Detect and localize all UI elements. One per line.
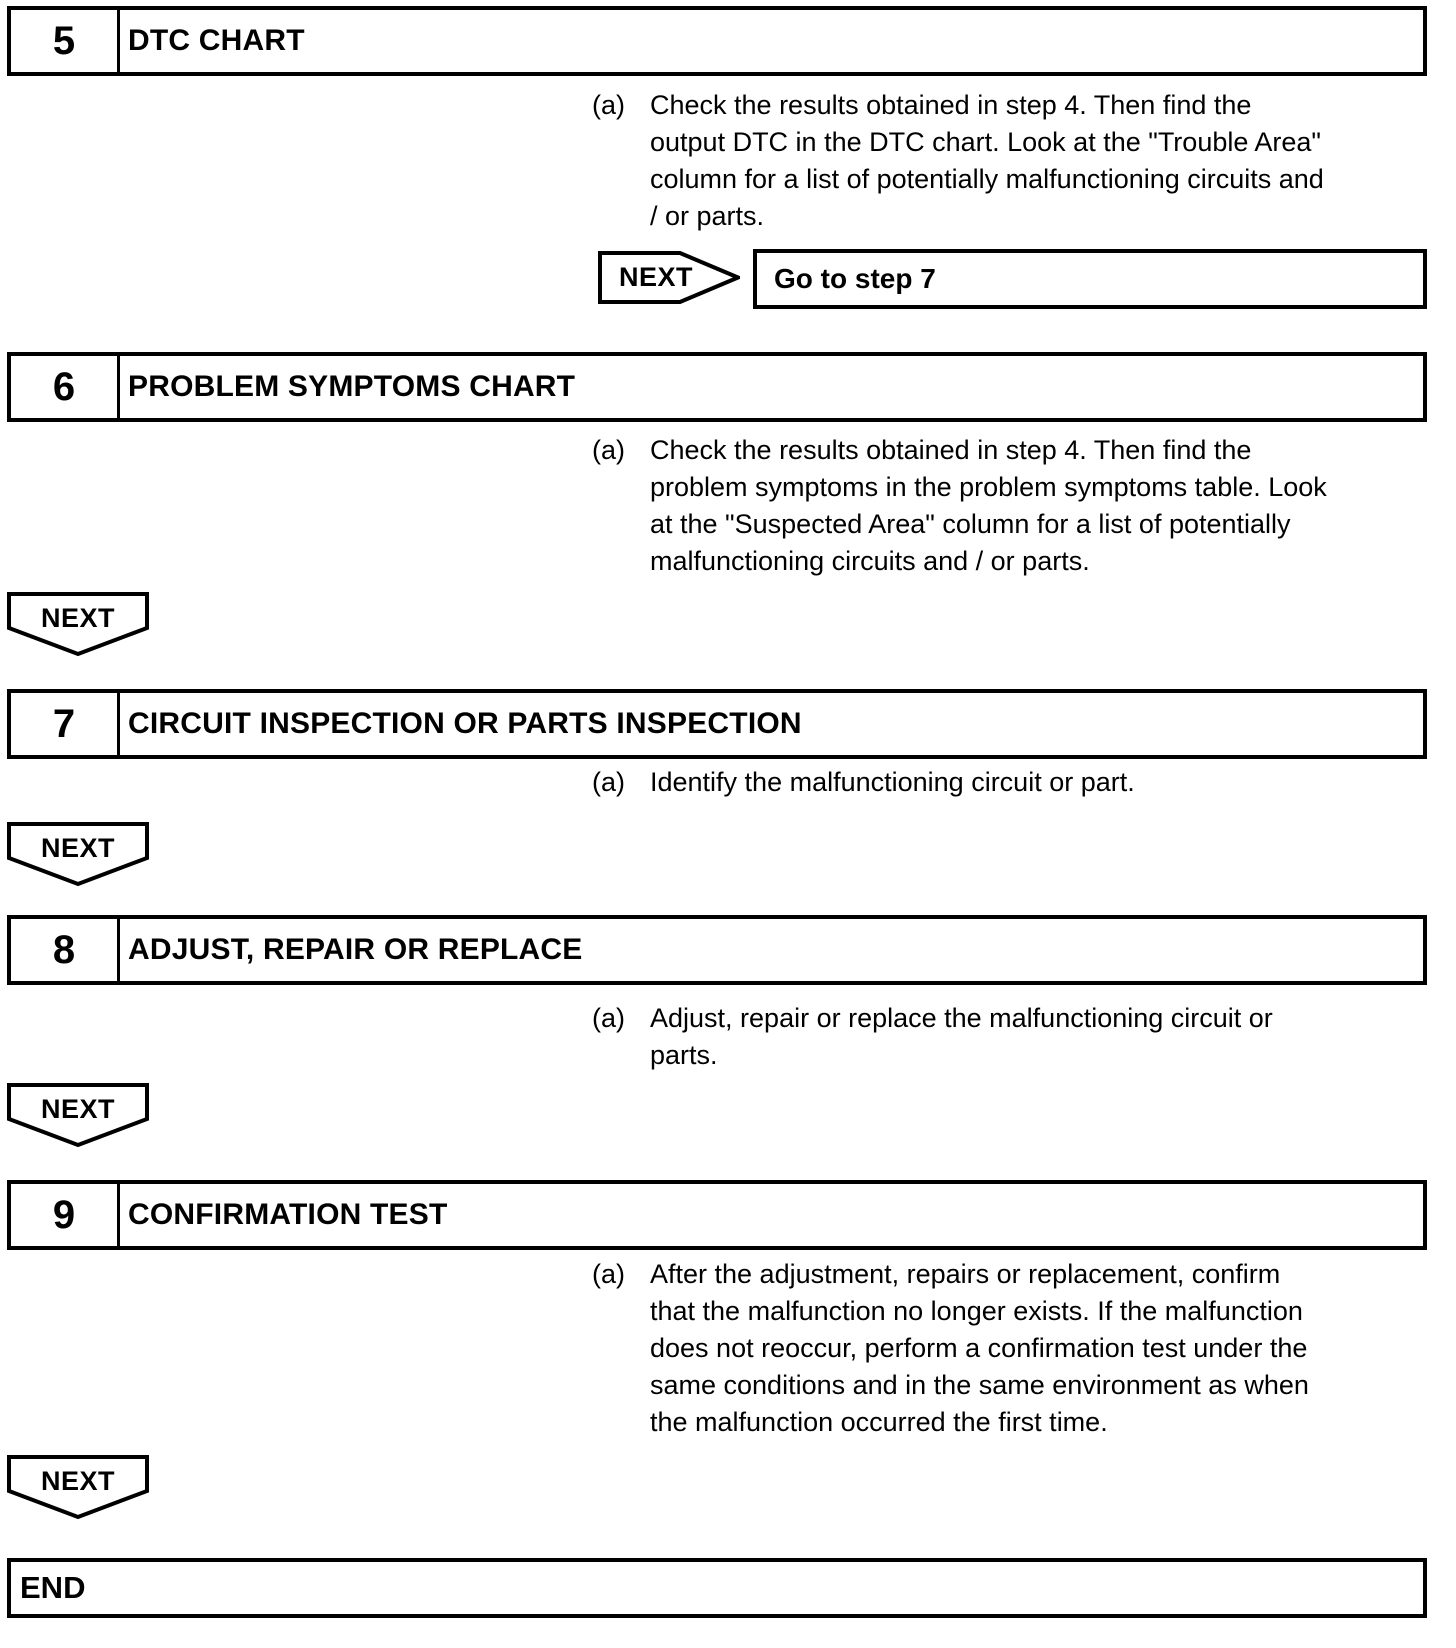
step-8-header: 8 ADJUST, REPAIR OR REPLACE xyxy=(7,915,1427,985)
next-label: NEXT xyxy=(40,602,115,633)
instruction-marker: (a) xyxy=(592,435,625,465)
step-number: 5 xyxy=(11,10,120,72)
instruction-marker: (a) xyxy=(592,1003,625,1033)
instruction-text: Check the results obtained in step 4. Th… xyxy=(650,90,1324,231)
step-title: ADJUST, REPAIR OR REPLACE xyxy=(128,933,583,966)
instruction-text: After the adjustment, repairs or replace… xyxy=(650,1259,1309,1437)
next-arrow-down-icon xyxy=(7,1455,149,1520)
instruction-marker: (a) xyxy=(592,767,625,797)
step-number: 9 xyxy=(11,1184,120,1246)
step-6-instruction: (a) Check the results obtained in step 4… xyxy=(592,432,1428,580)
step-6-header: 6 PROBLEM SYMPTOMS CHART xyxy=(7,352,1427,422)
next-arrow-down-icon xyxy=(7,822,149,887)
next-arrow-right: NEXT xyxy=(598,251,740,304)
step-number: 6 xyxy=(11,356,120,418)
instruction-text: Adjust, repair or replace the malfunctio… xyxy=(650,1003,1273,1070)
step-9-instruction: (a) After the adjustment, repairs or rep… xyxy=(592,1256,1428,1441)
end-box: END xyxy=(7,1558,1427,1618)
instruction-marker: (a) xyxy=(592,1259,625,1289)
step-5-header: 5 DTC CHART xyxy=(7,6,1427,76)
next-arrow-right-icon xyxy=(598,251,740,304)
step-5-instruction: (a) Check the results obtained in step 4… xyxy=(592,87,1428,235)
next-arrow-down-icon xyxy=(7,1083,149,1148)
instruction-text: Check the results obtained in step 4. Th… xyxy=(650,435,1327,576)
step-title: PROBLEM SYMPTOMS CHART xyxy=(128,370,576,403)
next-label: NEXT xyxy=(40,1465,115,1496)
step-title: CIRCUIT INSPECTION OR PARTS INSPECTION xyxy=(128,707,802,740)
next-label: NEXT xyxy=(40,1093,115,1124)
step-8-instruction: (a) Adjust, repair or replace the malfun… xyxy=(592,1000,1428,1074)
step-number: 8 xyxy=(11,919,120,981)
next-arrow-down: NEXT xyxy=(7,822,149,887)
instruction-marker: (a) xyxy=(592,90,625,120)
step-7-instruction: (a) Identify the malfunctioning circuit … xyxy=(592,764,1428,801)
step-5-result-row: NEXT Go to step 7 xyxy=(598,249,1427,309)
result-action-text: Go to step 7 xyxy=(774,263,936,294)
step-9-header: 9 CONFIRMATION TEST xyxy=(7,1180,1427,1250)
result-action-box: Go to step 7 xyxy=(753,249,1427,309)
instruction-text: Identify the malfunctioning circuit or p… xyxy=(650,767,1135,797)
step-7-header: 7 CIRCUIT INSPECTION OR PARTS INSPECTION xyxy=(7,689,1427,759)
step-title: DTC CHART xyxy=(128,24,305,57)
next-arrow-down: NEXT xyxy=(7,1455,149,1520)
next-label: NEXT xyxy=(40,832,115,863)
step-title: CONFIRMATION TEST xyxy=(128,1198,448,1231)
next-label: NEXT xyxy=(619,262,694,292)
next-arrow-down: NEXT xyxy=(7,1083,149,1148)
end-label: END xyxy=(20,1570,86,1605)
next-arrow-down-icon xyxy=(7,592,149,657)
next-arrow-down: NEXT xyxy=(7,592,149,657)
step-number: 7 xyxy=(11,693,120,755)
